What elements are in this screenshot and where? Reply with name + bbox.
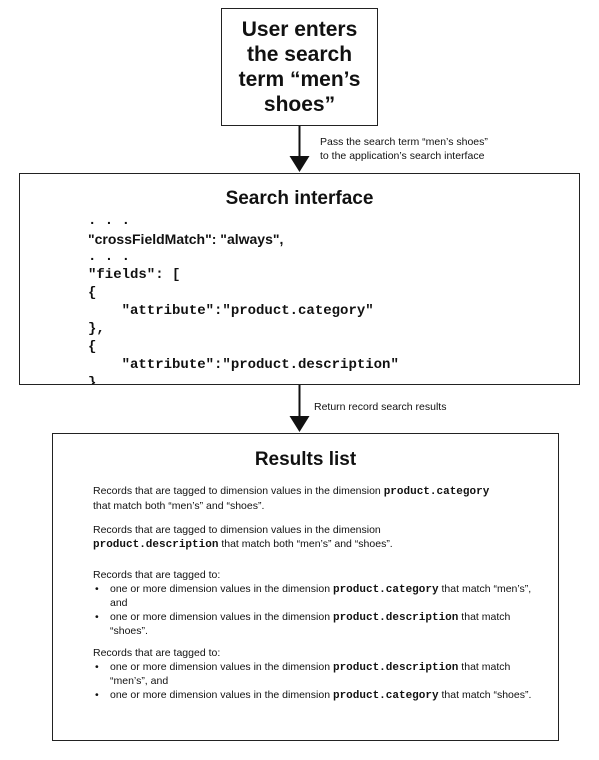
result-paragraph-4: Records that are tagged to: one or more …	[93, 647, 538, 703]
user-input-text: User enters the search term “men’s shoes…	[238, 18, 361, 116]
result-paragraph-1: Records that are tagged to dimension val…	[93, 485, 490, 512]
code-line: . . .	[88, 380, 130, 384]
list-item: one or more dimension values in the dime…	[93, 611, 538, 639]
results-list-box: Results list Records that are tagged to …	[52, 433, 559, 741]
code-line: . . .	[88, 249, 131, 265]
code-line: },	[88, 375, 105, 385]
dimension-name: product.category	[332, 583, 439, 596]
user-input-box: User enters the search term “men’s shoes…	[221, 8, 378, 126]
results-list-title: Results list	[254, 449, 357, 470]
code-line: . . .	[88, 213, 131, 229]
list-item: one or more dimension values in the dime…	[93, 661, 538, 689]
arrow1-label-line1: Pass the search term “men’s shoes”	[320, 136, 488, 148]
code-line: },	[88, 321, 105, 337]
arrow1-label-line2: to the application’s search interface	[320, 149, 485, 162]
list-item: one or more dimension values in the dime…	[93, 689, 538, 704]
list-item: one or more dimension values in the dime…	[93, 583, 538, 611]
arrow2-label: Return record search results	[314, 401, 447, 413]
dimension-name: product.category	[383, 486, 490, 498]
code-line: "crossFieldMatch": "always",	[88, 231, 284, 247]
dimension-name: product.category	[332, 689, 439, 702]
code-line: {	[88, 339, 97, 355]
code-line: {	[88, 285, 97, 301]
dimension-name: product.description	[332, 611, 459, 624]
code-line: "fields": [	[88, 267, 181, 283]
arrow1-label: Pass the search term “men’s shoes” to th…	[320, 136, 488, 163]
result-paragraph-3: Records that are tagged to: one or more …	[93, 569, 538, 639]
search-interface-box: Search interface . . . "crossFieldMatch"…	[19, 173, 580, 385]
dimension-name: product.description	[93, 538, 219, 551]
search-interface-title: Search interface	[225, 188, 374, 209]
result-paragraph-2: Records that are tagged to dimension val…	[93, 524, 393, 551]
code-line: "attribute":"product.description"	[88, 357, 399, 373]
code-line: "attribute":"product.category"	[88, 303, 374, 319]
dimension-name: product.description	[332, 661, 459, 674]
